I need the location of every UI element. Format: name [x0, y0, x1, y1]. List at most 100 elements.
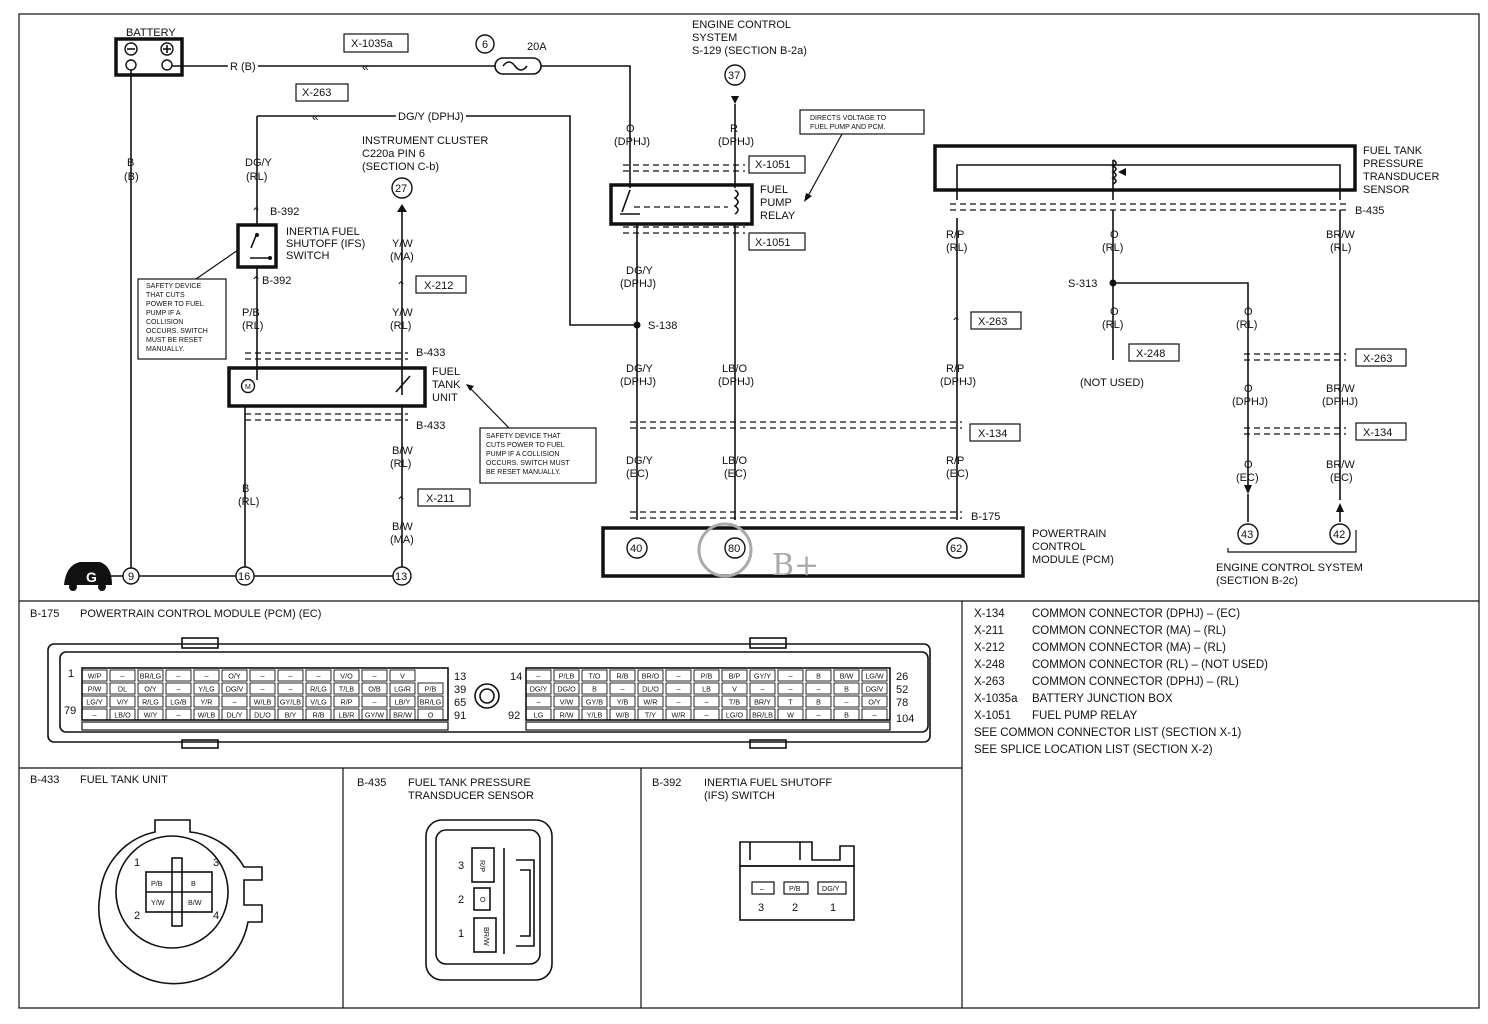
- pcm-right-pin-label: GY/Y: [754, 672, 771, 681]
- pcm-right-pin-label: T: [788, 698, 793, 707]
- pcm-label-3: MODULE (PCM): [1032, 554, 1114, 566]
- ifs-label-3: SWITCH: [286, 250, 329, 262]
- wire-o-3-dphj: (DPHJ): [1232, 396, 1268, 408]
- handwritten-bplus: B+: [772, 548, 819, 583]
- svg-text:3: 3: [758, 902, 764, 914]
- pcm-left-pin-label: O/B: [368, 685, 381, 694]
- ifs-connector-face: – P/B DG/Y 3 2 1: [739, 841, 855, 921]
- pcm-left-pin-label: LG/Y: [86, 698, 103, 707]
- pcm-right-pin-label: DG/Y: [530, 685, 548, 694]
- ground-icon: [64, 562, 112, 585]
- legend-description: SEE SPLICE LOCATION LIST (SECTION X-2): [974, 744, 1213, 756]
- svg-text:–: –: [760, 884, 764, 893]
- wire-brw-3: BR/W: [1326, 459, 1355, 471]
- svg-text:BE RESET MANUALLY.: BE RESET MANUALLY.: [486, 469, 561, 476]
- pcm-left-pin-cell: [193, 682, 220, 695]
- svg-text:⌃: ⌃: [251, 205, 261, 219]
- relay-label-3: RELAY: [760, 210, 796, 222]
- pcm-left-pin-cell: [417, 682, 444, 695]
- pcm-left-pin-cell: [249, 708, 276, 721]
- pcm-right-pin-cell: [833, 669, 860, 682]
- pcm-right-pin-cell: [805, 669, 832, 682]
- pcm-left-pin-cell: [333, 682, 360, 695]
- pcm-left-pin-cell: [333, 708, 360, 721]
- pcm-left-pin-cell: [221, 669, 248, 682]
- view-b392-title-2: (IFS) SWITCH: [704, 790, 775, 802]
- view-b435-code: B-435: [357, 777, 386, 789]
- svg-text:1: 1: [134, 857, 140, 869]
- pcm-left-pin-cell: [81, 669, 108, 682]
- fuse-number: 6: [482, 39, 488, 51]
- ecs-bottom-label-1: ENGINE CONTROL SYSTEM: [1216, 562, 1363, 574]
- connector-x248: X-248: [1136, 348, 1165, 360]
- connector-b435: B-435: [1355, 205, 1384, 217]
- pcm-right-pin-cell: [609, 682, 636, 695]
- transducer-label-2: PRESSURE: [1363, 158, 1424, 170]
- svg-text:⌃: ⌃: [396, 279, 406, 293]
- ground-pin-16: 16: [238, 571, 250, 583]
- pcm-right-pin-label: W/R: [644, 698, 658, 707]
- wire-yw-ma: (MA): [390, 251, 414, 263]
- svg-text:M: M: [245, 384, 251, 391]
- wire-pb: P/B: [242, 307, 260, 319]
- fuel-tank-note: SAFETY DEVICE THAT CUTS POWER TO FUEL PU…: [486, 433, 570, 476]
- legend-code: X-1051: [974, 710, 1012, 722]
- pcm-left-pin-label: –: [289, 672, 293, 681]
- pcm-left-pin-label: Y/LG: [198, 685, 215, 694]
- pcm-left-pin-label: BR/LG: [420, 698, 442, 707]
- pcm-left-pin-cell: [389, 669, 416, 682]
- wire-rl-ifs: (RL): [246, 171, 267, 183]
- pcm-right-pin-cell: [805, 708, 832, 721]
- cluster-label-2: C220a PIN 6: [362, 148, 425, 160]
- pcm-right-pin-cell: [581, 708, 608, 721]
- legend-description: COMMON CONNECTOR (MA) – (RL): [1032, 625, 1227, 637]
- wire-lbo-dphj: (DPHJ): [718, 376, 754, 388]
- pcm-right-pin-cell: [805, 695, 832, 708]
- svg-text:⌃: ⌃: [251, 274, 261, 288]
- legend-description: FUEL PUMP RELAY: [1032, 710, 1138, 722]
- svg-text:3: 3: [213, 857, 219, 869]
- svg-text:DG/Y: DG/Y: [822, 884, 840, 893]
- pcm-label-1: POWERTRAIN: [1032, 528, 1106, 540]
- wire-b-tank: B: [242, 483, 249, 495]
- pcm-right-pin-cell: [861, 708, 888, 721]
- ifs-label-2: SHUTOFF (IFS): [286, 238, 365, 250]
- pcm-right-pin-label: T/Y: [645, 711, 656, 720]
- pcm-right-pin-label: B: [816, 698, 821, 707]
- wire-bw-rl: (RL): [390, 458, 411, 470]
- connector-x1051-top: X-1051: [755, 159, 790, 171]
- pcm-left-pin-label: V: [400, 672, 405, 681]
- view-b433-title: FUEL TANK UNIT: [80, 774, 168, 786]
- pcm-left-pin-cell: [249, 682, 276, 695]
- pcm-right-pin-cell: [637, 695, 664, 708]
- connector-b433-bottom: B-433: [416, 420, 445, 432]
- pcm-right-pin-cell: [609, 669, 636, 682]
- pcm-right-pin-cell: [749, 669, 776, 682]
- pcm-left-pin-label: Y/R: [201, 698, 213, 707]
- pcm-right-pin-label: V/W: [560, 698, 574, 707]
- pcm-left-pin-cell: [221, 682, 248, 695]
- pcm-left-pin-cell: [277, 669, 304, 682]
- ecs-bottom-label-2: (SECTION B-2c): [1216, 575, 1298, 587]
- pcm-left-pin-cell: [361, 669, 388, 682]
- pcm-right-pin-label: LB: [702, 685, 711, 694]
- legend-description: COMMON CONNECTOR (MA) – (RL): [1032, 642, 1227, 654]
- wire-pb-rl: (RL): [242, 320, 263, 332]
- ifs-switch: [236, 223, 278, 269]
- pcm-right-pin-cell: [693, 708, 720, 721]
- svg-text:POWER TO FUEL: POWER TO FUEL: [146, 301, 204, 308]
- pcm-left-pin-cell: [193, 669, 220, 682]
- pcm-right-pin-label: B/P: [729, 672, 741, 681]
- pcm-pin-40: 40: [630, 543, 642, 555]
- pcm-left-pin-cell: [221, 695, 248, 708]
- wire-rp-dphj: (DPHJ): [940, 376, 976, 388]
- pcm-left-pin-cell: [305, 669, 332, 682]
- fuel-pump-relay: [609, 183, 754, 226]
- pcm-right-pin-label: DG/V: [866, 685, 884, 694]
- pcm-left-pin-cell: [165, 682, 192, 695]
- ground-pin-13: 13: [395, 571, 407, 583]
- wire-lbo-2: LB/O: [722, 455, 748, 467]
- pcm-right-pin-cell: [553, 695, 580, 708]
- pcm-right-pin-label: –: [817, 685, 821, 694]
